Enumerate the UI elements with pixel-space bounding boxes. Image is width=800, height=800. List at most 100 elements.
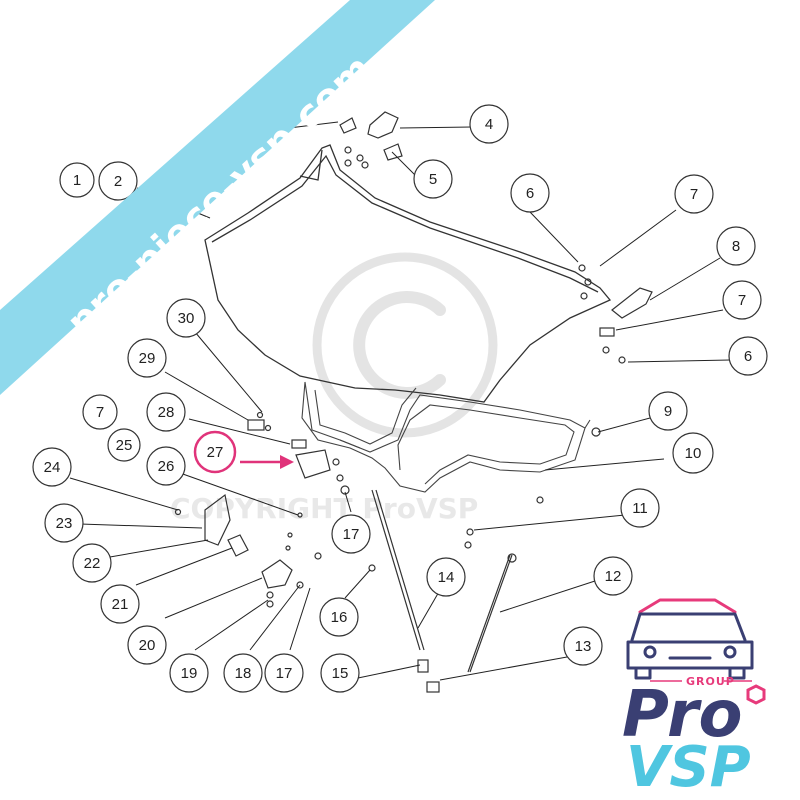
callout-label: 6 (744, 348, 752, 365)
callout-circle (107, 428, 141, 462)
callout-circle (469, 104, 509, 144)
callout-label: 16 (331, 609, 348, 626)
hood-inner-frame (301, 381, 591, 493)
callout-label: 19 (181, 665, 198, 682)
logo-group-text: GROUP (686, 675, 735, 688)
callout-circle (59, 162, 95, 198)
callout-label: 4 (485, 116, 493, 133)
callout-c15: 15 (320, 653, 360, 693)
callout-circle (32, 447, 72, 487)
logo-vsp-text: VSP (626, 735, 751, 800)
logo-pro-text: Pro (622, 678, 742, 752)
callout-c9: 9 (648, 391, 688, 431)
callout-c23: 23 (44, 503, 84, 543)
callout-label: 8 (732, 238, 740, 255)
callout-label: 25 (116, 437, 133, 454)
callout-circle (672, 432, 714, 474)
callout-circle (264, 653, 304, 693)
callout-circle (563, 626, 603, 666)
callout-label: 9 (664, 403, 672, 420)
copyright-watermark: COPYRIGHT ProVSP (170, 252, 498, 525)
callout-label: 10 (685, 445, 702, 462)
callout-c29: 29 (127, 338, 167, 378)
callout-c2: 2 (98, 161, 138, 201)
callout-c25: 25 (107, 428, 141, 462)
callout-c17a: 17 (331, 514, 371, 554)
callout-circle (44, 503, 84, 543)
callout-c6b: 6 (728, 336, 768, 376)
hood-panel (204, 144, 612, 403)
callout-c7a: 7 (674, 174, 714, 214)
callout-label: 22 (84, 555, 101, 572)
highlight-arrow-27 (240, 455, 294, 469)
callout-c28: 28 (146, 392, 186, 432)
callout-c16: 16 (319, 597, 359, 637)
callout-c22: 22 (72, 543, 112, 583)
callout-c4: 4 (469, 104, 509, 144)
callout-circle (648, 391, 688, 431)
callout-circle (98, 161, 138, 201)
callout-circle (166, 298, 206, 338)
callout-label: 17 (276, 665, 293, 682)
callout-label: 14 (438, 569, 455, 586)
callout-circle (716, 226, 756, 266)
callout-c1: 1 (59, 162, 95, 198)
callout-label: 18 (235, 665, 252, 682)
callout-circle (320, 653, 360, 693)
callout-c8: 8 (716, 226, 756, 266)
callout-circle (72, 543, 112, 583)
callout-c7c: 7 (82, 394, 118, 430)
callout-label: 7 (96, 404, 104, 421)
callout-circle (146, 446, 186, 486)
callout-label: 7 (738, 292, 746, 309)
callout-circle (426, 557, 466, 597)
callout-c30: 30 (166, 298, 206, 338)
callout-label: 28 (158, 404, 175, 421)
callout-c11: 11 (620, 488, 660, 528)
callout-circle (223, 653, 263, 693)
callout-circle (728, 336, 768, 376)
callout-circle (510, 173, 550, 213)
callout-c12: 12 (593, 556, 633, 596)
callout-circle (593, 556, 633, 596)
callout-c17b: 17 (264, 653, 304, 693)
small-parts (174, 111, 653, 693)
callout-c7b: 7 (722, 280, 762, 320)
provsp-logo: GROUP Pro VSP (622, 598, 766, 800)
callout-label: 27 (207, 444, 224, 461)
callout-c6a: 6 (510, 173, 550, 213)
callout-circle (193, 430, 237, 474)
callout-c5: 5 (413, 159, 453, 199)
callout-circle (127, 338, 167, 378)
callout-label: 13 (575, 638, 592, 655)
callout-circle (127, 625, 167, 665)
callout-label: 15 (332, 665, 349, 682)
callout-label: 2 (114, 173, 122, 190)
callout-label: 17 (343, 526, 360, 543)
callout-c14: 14 (426, 557, 466, 597)
callout-circle (413, 159, 453, 199)
callout-c19: 19 (169, 653, 209, 693)
callout-circle (100, 584, 140, 624)
callout-label: 12 (605, 568, 622, 585)
callout-label: 7 (690, 186, 698, 203)
callout-c13: 13 (563, 626, 603, 666)
callout-c10: 10 (672, 432, 714, 474)
callout-circle (82, 394, 118, 430)
callout-c20: 20 (127, 625, 167, 665)
callout-c26: 26 (146, 446, 186, 486)
callout-label: 6 (526, 185, 534, 202)
logo-hex-nut-icon (746, 684, 766, 705)
callout-label: 5 (429, 171, 437, 188)
callout-label: 20 (139, 637, 156, 654)
callout-label: 24 (44, 459, 61, 476)
callout-circle (331, 514, 371, 554)
callout-label: 23 (56, 515, 73, 532)
watermark-text: COPYRIGHT ProVSP (170, 492, 478, 525)
callout-label: 11 (632, 500, 648, 517)
callout-circle (722, 280, 762, 320)
callout-c18: 18 (223, 653, 263, 693)
callout-label: 29 (139, 350, 156, 367)
